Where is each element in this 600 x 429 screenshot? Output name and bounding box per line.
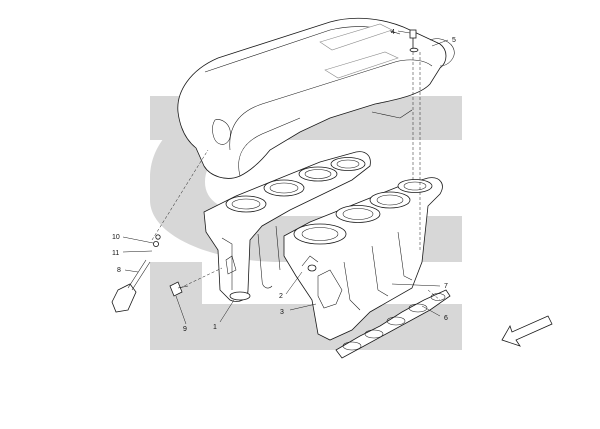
callout-4: 4: [391, 29, 395, 36]
callout-7: 7: [444, 283, 448, 290]
callout-10: 10: [112, 234, 120, 241]
bolt-and-washer: [409, 29, 419, 53]
intake-manifold-right: [283, 177, 443, 341]
callout-3: 3: [280, 309, 284, 316]
leader-lines: [122, 30, 449, 325]
callout-6: 6: [444, 315, 448, 322]
callout-1: 1: [213, 324, 217, 331]
front-direction-arrow: [501, 315, 553, 347]
engine-cover: [177, 17, 455, 179]
callout-8: 8: [117, 267, 121, 274]
callout-11: 11: [112, 250, 119, 257]
manifold-gasket: [335, 289, 451, 359]
callout-labels: 1 2 3 4 5 6 7 8 9 10 11: [112, 29, 456, 333]
callout-2: 2: [279, 293, 283, 300]
alignment-lines: [151, 52, 441, 301]
callout-5: 5: [452, 37, 456, 44]
sensor-assembly: [111, 234, 189, 313]
intake-manifold-left: [203, 151, 371, 302]
callout-9: 9: [183, 326, 187, 333]
